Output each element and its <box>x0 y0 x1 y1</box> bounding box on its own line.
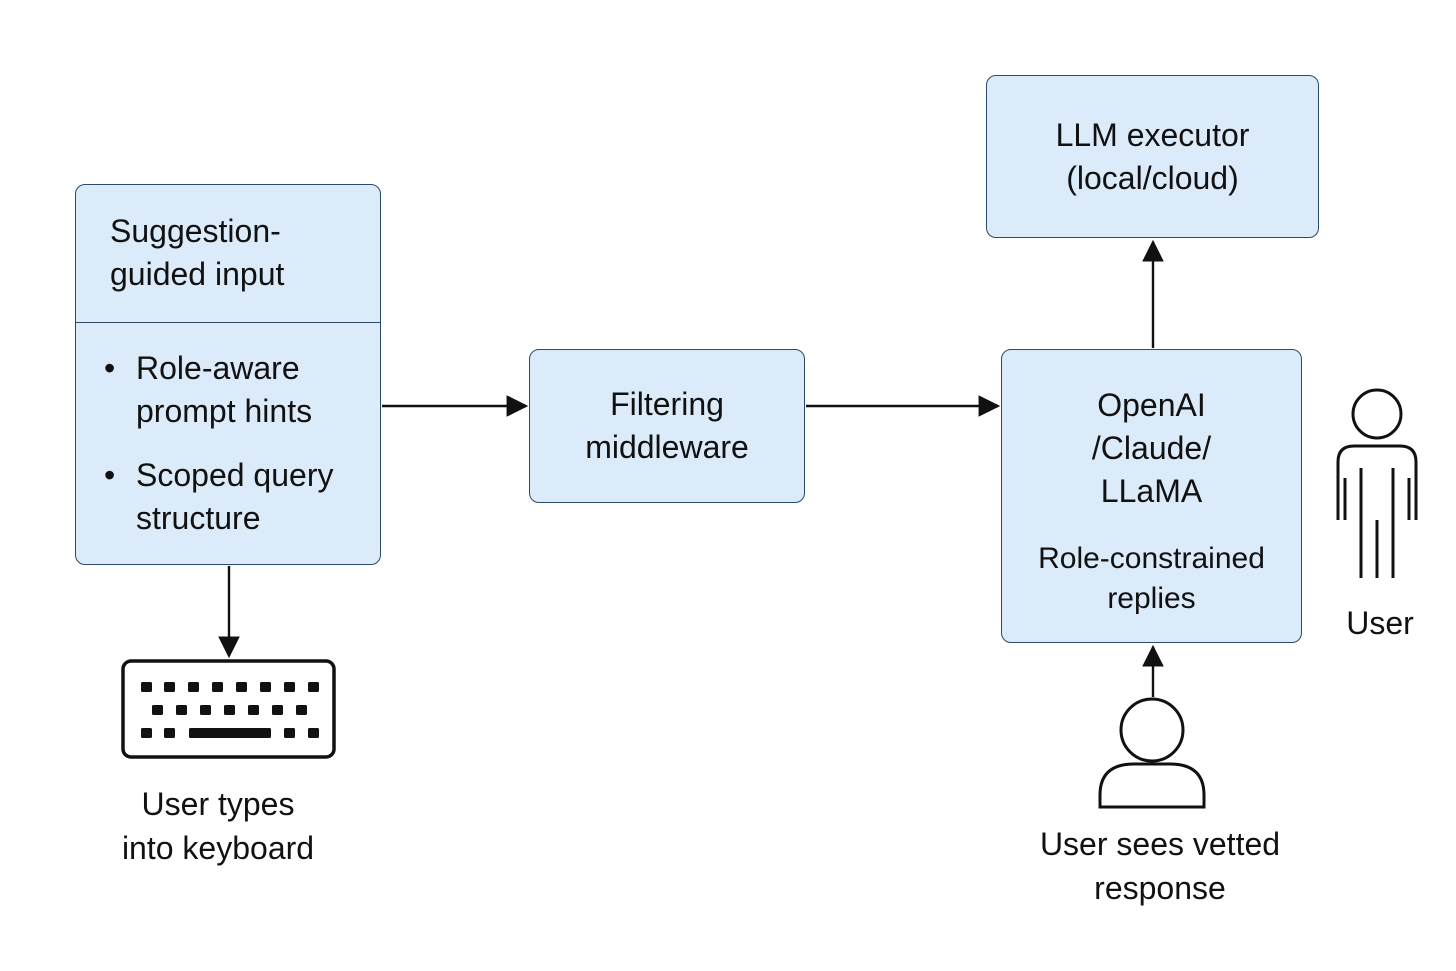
keyboard-key <box>260 682 271 692</box>
input-box-title: Suggestion- guided input <box>110 210 370 296</box>
keyboard-key <box>212 682 223 692</box>
user-figure-icon <box>1336 388 1418 578</box>
model-name-line-3: LLaMA <box>1100 473 1203 509</box>
keyboard-key <box>284 682 295 692</box>
model-sub-line-1: Role-constrained <box>1038 542 1265 575</box>
keyboard-key <box>308 728 319 738</box>
bullet-2-line-2: structure <box>136 500 261 536</box>
keyboard-key <box>308 682 319 692</box>
keyboard-key <box>164 728 175 738</box>
model-box: OpenAI /Claude/ LLaMA Role-constrained r… <box>1001 349 1302 643</box>
input-box-header <box>76 185 380 323</box>
model-name-line-1: OpenAI <box>1097 387 1206 423</box>
bullet-1-line-2: prompt hints <box>136 393 313 429</box>
keyboard-key <box>248 705 259 715</box>
llm-line-2: (local/cloud) <box>1066 159 1239 196</box>
input-box-bullets: Role-aware prompt hints Scoped query str… <box>104 347 374 561</box>
model-names: OpenAI /Claude/ LLaMA <box>1002 384 1301 513</box>
keyboard-key <box>236 682 247 692</box>
keyboard-key <box>188 682 199 692</box>
keyboard-key <box>284 728 295 738</box>
keyboard-caption-line-2: into keyboard <box>121 830 315 866</box>
input-title-line-2: guided input <box>110 256 285 292</box>
keyboard-key <box>141 682 152 692</box>
filtering-middleware-box: Filtering middleware <box>529 349 805 503</box>
viewer-caption-line-1: User sees vetted <box>1039 826 1281 862</box>
llm-executor-box: LLM executor (local/cloud) <box>986 75 1319 238</box>
keyboard-caption: User types into keyboard <box>68 782 368 870</box>
keyboard-key <box>189 728 271 738</box>
keyboard-icon <box>121 659 336 759</box>
model-name-line-2: /Claude/ <box>1091 430 1212 466</box>
keyboard-key <box>224 705 235 715</box>
user-bust-icon <box>1098 697 1206 809</box>
filter-line-2: middleware <box>585 429 749 465</box>
input-title-line-1: Suggestion- <box>110 213 281 249</box>
bullet-2-line-1: Scoped query <box>136 457 334 493</box>
suggestion-input-box: Suggestion- guided input Role-aware prom… <box>75 184 381 565</box>
keyboard-key <box>152 705 163 715</box>
keyboard-key <box>272 705 283 715</box>
keyboard-caption-line-1: User types <box>141 786 295 822</box>
filter-line-1: Filtering <box>610 386 724 422</box>
bullet-item: Scoped query structure <box>104 454 374 540</box>
model-sub-line-2: replies <box>1107 582 1196 615</box>
viewer-caption: User sees vetted response <box>1010 822 1310 910</box>
keyboard-key <box>164 682 175 692</box>
llm-line-1: LLM executor <box>1055 116 1250 153</box>
keyboard-key <box>200 705 211 715</box>
bullet-1-line-1: Role-aware <box>136 350 300 386</box>
user-caption: User <box>1346 605 1414 641</box>
bullet-item: Role-aware prompt hints <box>104 347 374 433</box>
keyboard-key <box>141 728 152 738</box>
keyboard-key <box>176 705 187 715</box>
keyboard-key <box>296 705 307 715</box>
viewer-caption-line-2: response <box>1094 870 1226 906</box>
model-subtitle: Role-constrained replies <box>1002 539 1301 619</box>
